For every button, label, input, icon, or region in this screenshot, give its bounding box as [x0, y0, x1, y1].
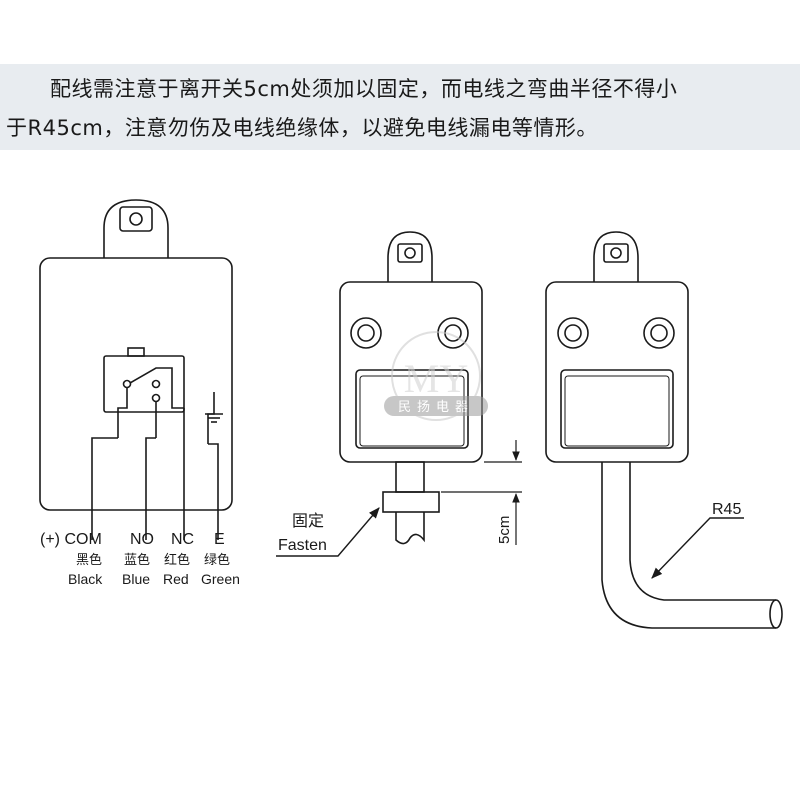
- roller-actuator-middle: [387, 231, 433, 282]
- terminal-e-label: E: [214, 531, 225, 548]
- roller-actuator-right: [593, 231, 639, 282]
- r45-label: R45: [712, 501, 741, 518]
- mount-hole-left: [350, 317, 382, 349]
- contact-block: [103, 347, 185, 438]
- terminal-e-color-cn: 绿色: [204, 552, 230, 567]
- fasten-label-cn: 固定: [292, 512, 324, 530]
- fasten-label-en: Fasten: [278, 537, 327, 554]
- terminal-com-color-cn: 黑色: [76, 552, 102, 567]
- instruction-banner: [0, 64, 800, 150]
- switch-fastened-view: [339, 231, 483, 545]
- switch-internal-view: [39, 199, 233, 540]
- label-plate-right: [560, 369, 674, 449]
- terminal-no-label: NO: [130, 531, 154, 548]
- switch-bend-view: [545, 231, 783, 629]
- terminal-wires: [91, 408, 219, 540]
- bent-cable: [601, 462, 776, 629]
- terminal-nc-color-cn: 红色: [164, 552, 190, 567]
- terminal-no-color-en: Blue: [122, 571, 150, 587]
- dimension-5cm-label: 5cm: [496, 516, 513, 544]
- terminal-nc-color-en: Red: [163, 571, 189, 587]
- watermark-monogram: MY: [404, 356, 468, 401]
- terminal-labels: (+) COM NO NC E 黑色 蓝色 红色 绿色 Black Blue R…: [40, 531, 240, 587]
- switch-body-right: [545, 281, 689, 463]
- fastener-clamp: [382, 491, 440, 513]
- terminal-no-color-cn: 蓝色: [124, 552, 150, 567]
- instruction-line-1: 配线需注意于离开关5cm处须加以固定，而电线之弯曲半径不得小: [50, 77, 678, 101]
- watermark-text: 民扬电器: [398, 400, 474, 415]
- terminal-com-color-en: Black: [68, 571, 103, 587]
- terminal-com-label: (+) COM: [40, 531, 102, 548]
- roller-actuator-left: [103, 199, 169, 258]
- r45-callout: R45: [651, 501, 744, 579]
- switch-body-left: [39, 257, 233, 511]
- ground-symbol: [205, 392, 223, 444]
- fasten-callout: 固定 Fasten: [276, 507, 380, 557]
- terminal-e-color-en: Green: [201, 571, 240, 587]
- watermark: MY 民扬电器: [384, 331, 488, 421]
- instruction-line-2: 于R45cm，注意勿伤及电线绝缘体，以避免电线漏电等情形。: [6, 116, 598, 140]
- terminal-nc-label: NC: [171, 531, 194, 548]
- dimension-5cm: [441, 440, 522, 545]
